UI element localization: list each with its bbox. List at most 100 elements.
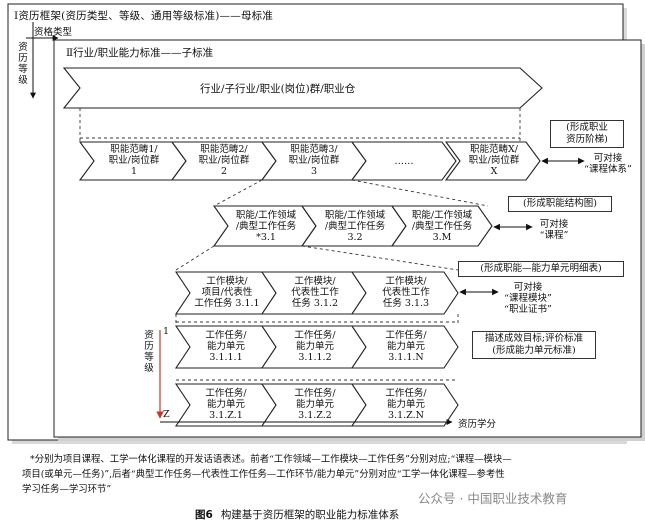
domain-x-line2: 职业/岗位群 — [468, 155, 520, 166]
detail-link-l1: 可对接 — [513, 282, 543, 293]
credit-axis-label: 资历学分 — [458, 419, 497, 430]
std-pill: 描述成效目标;评价标准 (形成能力单元标准) — [472, 331, 596, 359]
unitz-label-2: 工作任务/ 能力单元 3.1.Z.2 — [276, 388, 354, 421]
unitz-1-line3: 3.1.Z.1 — [209, 410, 243, 421]
domain-2-line3: 2 — [220, 166, 228, 177]
unit1-label-3: 工作任务/ 能力单元 3.1.1.N — [366, 330, 446, 363]
structure-pill-text: (形成职能结构图) — [523, 198, 597, 209]
module-3-line2: 代表性工作 — [382, 287, 430, 298]
unitz-3-line3: 3.1.Z.N — [388, 410, 424, 421]
field-label-3: 职能/工作领域 /典型工作任务 3.M — [404, 210, 480, 243]
domain-3-line3: 3 — [310, 166, 318, 177]
outer-level-label-text: 资历等级 — [18, 42, 28, 86]
dash-industry-domain — [79, 108, 521, 142]
domain-1-line1: 职能范畴1/ — [110, 144, 158, 155]
unit1-chevron-3 — [350, 325, 459, 369]
module-row — [174, 271, 459, 315]
field-1-line1: 职能/工作领域 — [235, 210, 297, 221]
module-label-3: 工作模块/ 代表性工作 任务 3.1.3 — [366, 276, 446, 309]
unitz-2-line3: 3.1.Z.2 — [298, 410, 332, 421]
unitz-3-line1: 工作任务/ — [385, 388, 427, 399]
unitz-label-3: 工作任务/ 能力单元 3.1.Z.N — [366, 388, 446, 421]
module-label-1: 工作模块/ 项目/代表性 工作任务 3.1.1 — [184, 276, 270, 309]
unit1-3-line2: 能力单元 — [386, 341, 425, 352]
unit1-3-line1: 工作任务/ — [385, 330, 427, 341]
footnote-line-3: 学习任务—学习环节” — [22, 484, 112, 495]
std-pill-l2: (形成能力单元标准) — [492, 345, 576, 356]
structure-link-l1: 可对接 — [539, 219, 569, 230]
link-arrows — [459, 157, 585, 296]
unit1-2-line3: 3.1.1.2 — [298, 352, 332, 363]
module-3-line3: 任务 3.1.3 — [382, 298, 430, 309]
domain-chevron-ellipsis — [350, 141, 457, 181]
footnote-line-1: *分别为项目课程、工学一体化课程的开发话语表述。前者“工作领域—工作模块—工作任… — [30, 454, 512, 465]
outer-axes — [26, 22, 59, 99]
detail-link-l3: “职业证书” — [504, 304, 552, 315]
level-axis-top: 1 — [163, 326, 170, 337]
field-label-1: 职能/工作领域 /典型工作任务 *3.1 — [228, 210, 304, 243]
domain-ellipsis-line1: …… — [394, 156, 414, 167]
unit1-3-line3: 3.1.1.N — [388, 352, 424, 363]
field-2-line3: 3.2 — [347, 232, 363, 243]
unit1-2-line2: 能力单元 — [295, 341, 334, 352]
domain-label-ellipsis: …… — [366, 156, 442, 167]
domain-label-1: 职能范畴1/ 职业/岗位群 1 — [96, 144, 172, 177]
level-axis-bottom: Z — [163, 409, 170, 420]
ladder-link-l1: 可对接 — [593, 153, 623, 164]
domain-3-line2: 职业/岗位群 — [288, 155, 340, 166]
unit1-label-1: 工作任务/ 能力单元 3.1.1.1 — [188, 330, 264, 363]
level-axis-label: 资历等级 — [143, 330, 155, 374]
unit1-label-2: 工作任务/ 能力单元 3.1.1.2 — [276, 330, 354, 363]
domain-chevron-x — [444, 141, 541, 181]
outer-level-label: 资历等级 — [17, 42, 29, 86]
domain-label-2: 职能范畴2/ 职业/岗位群 2 — [186, 144, 262, 177]
dash-field-module — [175, 245, 459, 271]
unit-row-z — [174, 383, 459, 427]
dash-domain-field — [213, 179, 489, 207]
field-3-line3: 3.M — [432, 232, 452, 243]
figure-number: 图6 — [195, 509, 213, 521]
ladder-link-l2: “课程体系” — [584, 164, 632, 175]
field-2-line2: /典型工作任务 — [324, 221, 386, 232]
unit1-1-line1: 工作任务/ — [205, 330, 247, 341]
detail-pill: (形成职能—能力单元明细表) — [458, 261, 624, 277]
unitz-1-line1: 工作任务/ — [205, 388, 247, 399]
industry-label: 行业/子行业/职业(岗位)群/职业仓 — [200, 83, 356, 95]
unitz-2-line2: 能力单元 — [295, 399, 334, 410]
module-2-line1: 工作模块/ — [294, 276, 336, 287]
inner-axes — [156, 330, 453, 425]
field-3-line2: /典型工作任务 — [411, 221, 473, 232]
module-chevron-3 — [350, 271, 459, 315]
structure-link-l2: “课程” — [539, 230, 569, 241]
module-1-line2: 项目/代表性 — [201, 287, 253, 298]
ladder-pill-l1: (形成职业 — [566, 122, 608, 133]
detail-link-l2: “课程模块” — [504, 293, 552, 304]
field-1-line3: *3.1 — [256, 232, 276, 243]
footnote-line-2: 项目(或单元—任务)”,后者“典型工作任务—代表性工作任务—工作环节/能力单元”… — [22, 469, 505, 480]
structure-pill: (形成职能结构图) — [508, 196, 612, 212]
field-1-line2: /典型工作任务 — [235, 221, 297, 232]
watermark: 公众号 · 中国职业技术教育 — [418, 491, 568, 506]
domain-row — [78, 141, 541, 181]
ladder-pill: (形成职业 资历阶梯) — [550, 120, 624, 148]
field-row — [212, 205, 493, 247]
field-3-line1: 职能/工作领域 — [411, 210, 473, 221]
unit1-1-line2: 能力单元 — [206, 341, 245, 352]
domain-label-3: 职能范畴3/ 职业/岗位群 3 — [276, 144, 352, 177]
field-chevron-3 — [390, 205, 493, 247]
domain-2-line2: 职业/岗位群 — [198, 155, 250, 166]
module-label-2: 工作模块/ 代表性工作 任务 3.1.2 — [276, 276, 354, 309]
domain-1-line3: 1 — [130, 166, 138, 177]
field-label-2: 职能/工作领域 /典型工作任务 3.2 — [316, 210, 394, 243]
std-pill-l1: 描述成效目标;评价标准 — [484, 333, 584, 344]
module-1-line3: 工作任务 3.1.1 — [194, 298, 260, 309]
unitz-2-line1: 工作任务/ — [294, 388, 336, 399]
unit-row-1 — [174, 325, 459, 369]
unitz-chevron-3 — [350, 383, 459, 427]
level-axis-label-text: 资历等级 — [144, 330, 154, 374]
detail-pill-text: (形成职能—能力单元明细表) — [480, 263, 602, 274]
ladder-pill-l2: 资历阶梯) — [566, 134, 608, 145]
outer-frame-title: Ⅰ资历框架(资历类型、等级、通用等级标准)——母标准 — [14, 10, 274, 22]
